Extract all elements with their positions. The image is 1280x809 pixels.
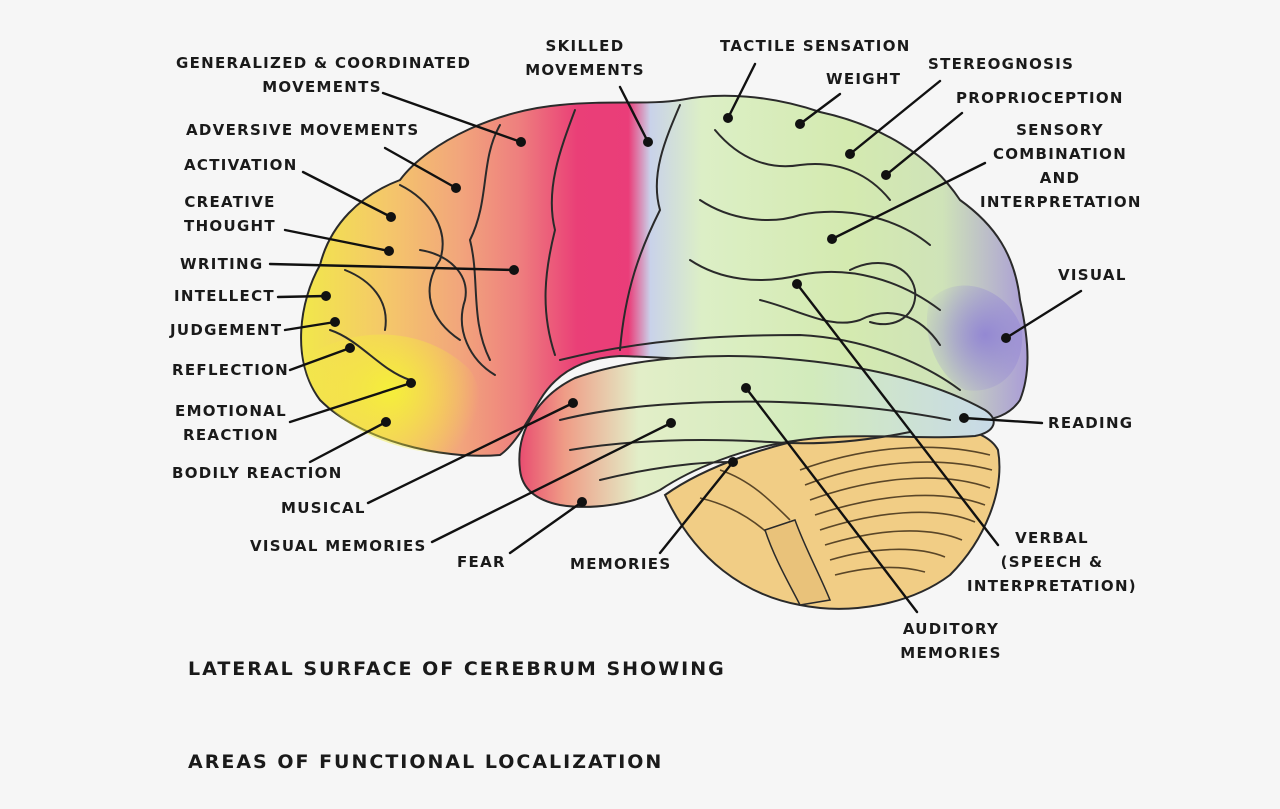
label-emotional-reaction: EMOTIONAL REACTION [175,402,287,444]
temporal-lobe [518,354,995,508]
label-memories: MEMORIES [570,555,672,573]
label-stereognosis: STEREOGNOSIS [928,55,1075,73]
label-reading: READING [1048,414,1134,432]
label-bodily-reaction: BODILY REACTION [172,464,343,482]
label-judgement: JUDGEMENT [170,321,283,339]
label-creative-thought: CREATIVE THOUGHT [184,193,276,235]
label-tactile-sensation: TACTILE SENSATION [720,37,911,55]
label-proprioception: PROPRIOCEPTION [956,89,1124,107]
label-verbal: VERBAL (SPEECH & INTERPRETATION) [967,529,1137,595]
label-intellect: INTELLECT [174,287,275,305]
label-adversive-movements: ADVERSIVE MOVEMENTS [186,121,420,139]
label-generalized-coordinated-movements: GENERALIZED & COORDINATED MOVEMENTS [176,54,472,96]
label-writing: WRITING [180,255,264,273]
label-weight: WEIGHT [826,70,902,88]
label-visual: VISUAL [1058,266,1127,284]
label-skilled-movements: SKILLED MOVEMENTS [525,37,645,79]
label-musical: MUSICAL [281,499,366,517]
caption-line-2: AREAS OF FUNCTIONAL LOCALIZATION [188,751,664,773]
diagram-caption: LATERAL SURFACE OF CEREBRUM SHOWING AREA… [188,592,726,809]
label-sensory-combination: SENSORY COMBINATION AND INTERPRETATION [980,121,1142,211]
label-activation: ACTIVATION [184,156,298,174]
label-visual-memories: VISUAL MEMORIES [250,537,427,555]
label-auditory-memories: AUDITORY MEMORIES [900,620,1002,662]
brain-diagram [268,62,1083,614]
label-fear: FEAR [457,553,506,571]
caption-line-1: LATERAL SURFACE OF CEREBRUM SHOWING [188,658,726,680]
label-reflection: REFLECTION [172,361,289,379]
